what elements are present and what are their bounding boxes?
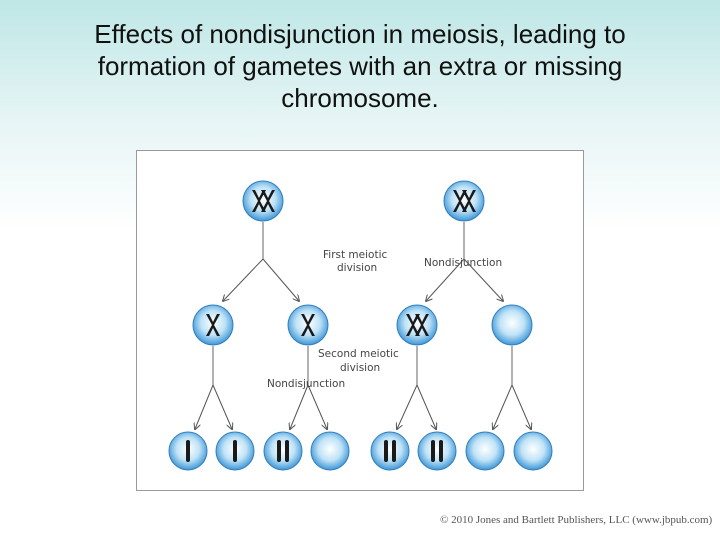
chromosome-pair-icon [252, 190, 275, 212]
chromatid-icon [439, 440, 443, 462]
chromatid-icon [285, 440, 289, 462]
copyright-notice: © 2010 Jones and Bartlett Publishers, LL… [440, 514, 713, 526]
label-nondisjunction-top: Nondisjunction [424, 257, 502, 269]
gamete-7-empty [465, 431, 505, 471]
label-first-meiotic-2: division [337, 262, 377, 274]
label-second-meiotic-1: Second meiotic [318, 348, 399, 360]
gamete-8-empty [513, 431, 553, 471]
gamete-5 [370, 431, 410, 471]
meiosis-diagram: First meiotic division Nondisjunction Se… [168, 180, 553, 471]
gamete-4-empty [310, 431, 350, 471]
chromosome-x-icon [206, 314, 220, 336]
chromatid-icon [186, 440, 190, 462]
slide-title: Effects of nondisjunction in meiosis, le… [94, 19, 626, 113]
connector-lines [212, 222, 513, 385]
label-nondisjunction-mid: Nondisjunction [267, 378, 345, 390]
chromatid-icon [277, 440, 281, 462]
daughter-cell-3 [396, 304, 438, 346]
chromosome-x-icon [301, 314, 315, 336]
daughter-cell-4-empty [491, 304, 533, 346]
chromatid-icon [392, 440, 396, 462]
label-first-meiotic-1: First meiotic [323, 249, 387, 261]
chromosome-pair-icon [453, 190, 476, 212]
gamete-6 [417, 431, 457, 471]
gamete-2 [215, 431, 255, 471]
arrows [195, 258, 531, 429]
label-second-meiotic-2: division [340, 362, 380, 374]
chromatid-icon [384, 440, 388, 462]
gamete-1 [168, 431, 208, 471]
daughter-cell-1 [192, 304, 234, 346]
parent-cell-right [443, 180, 485, 222]
gamete-3 [263, 431, 303, 471]
chromatid-icon [431, 440, 435, 462]
chromatid-icon [233, 440, 237, 462]
daughter-cell-2 [287, 304, 329, 346]
meiosis-figure: First meiotic division Nondisjunction Se… [136, 150, 584, 491]
parent-cell-left [242, 180, 284, 222]
chromosome-pair-icon [406, 314, 429, 336]
